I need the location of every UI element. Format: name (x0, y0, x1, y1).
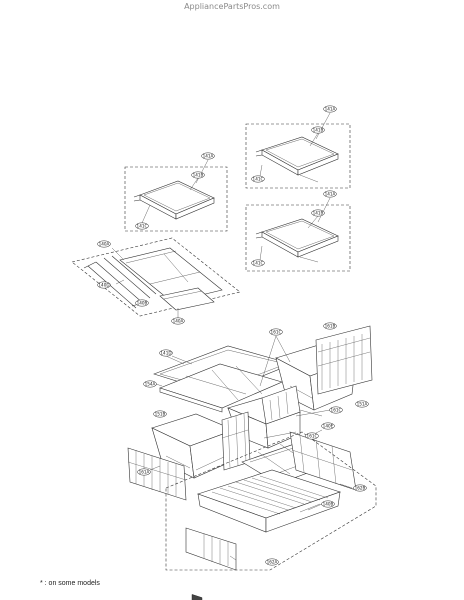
svg-text:141D: 141D (160, 351, 171, 356)
svg-text:141C: 141C (137, 224, 148, 229)
part-label: 161C (305, 432, 319, 440)
svg-text:141B: 141B (193, 173, 204, 178)
svg-text:140A: 140A (99, 242, 110, 247)
part-label: 140A (171, 317, 185, 325)
svg-text:151B: 151B (155, 412, 166, 417)
part-label: 162A (265, 558, 279, 566)
crisper-drawer-left (151, 411, 251, 479)
svg-text:140B: 140B (323, 502, 334, 507)
part-label: 140B (321, 500, 335, 508)
part-label: 140A (97, 240, 111, 248)
part-labels: 141A 141B 141C 141A 141B 141C 141A 141B … (97, 105, 369, 566)
part-label: 141B (311, 209, 325, 217)
pantry-drawer (197, 469, 341, 533)
part-label: 140B (135, 299, 149, 307)
svg-text:162A: 162A (267, 560, 278, 565)
part-label: 151A (355, 400, 369, 408)
pantry-rail (185, 527, 237, 600)
part-label: 141C (251, 259, 265, 267)
part-label: 140E (321, 422, 335, 430)
pantry-assembly-outline (165, 431, 377, 571)
shelf-assembly-mid-right (245, 197, 351, 272)
part-label: 141A (201, 152, 215, 160)
part-label: 154A (143, 380, 157, 388)
part-label: 161C (329, 406, 343, 414)
svg-text:141B: 141B (313, 211, 324, 216)
svg-text:151A: 151A (357, 402, 368, 407)
svg-text:162B: 162B (355, 486, 366, 491)
part-label: 161C (269, 328, 283, 336)
svg-text:141A: 141A (325, 107, 336, 112)
svg-text:140B: 140B (137, 301, 148, 306)
svg-text:161C: 161C (271, 330, 282, 335)
part-label: 151B (153, 410, 167, 418)
side-rail-left (127, 447, 187, 501)
svg-text:141C: 141C (253, 261, 264, 266)
svg-text:141A: 141A (203, 154, 214, 159)
svg-text:141C: 141C (253, 177, 264, 182)
part-label: 140D (97, 281, 111, 289)
shelf-assembly-left (124, 159, 228, 232)
part-label: 141D (159, 349, 173, 357)
part-label: 141B (191, 171, 205, 179)
svg-text:161C: 161C (331, 408, 342, 413)
shelf-assembly-top-right (245, 112, 351, 189)
watermark: AppliancePartsPros.com (184, 2, 280, 11)
part-label: 162B (353, 484, 367, 492)
part-label: 141C (135, 222, 149, 230)
svg-text:154A: 154A (145, 382, 156, 387)
part-label: 141A (323, 190, 337, 198)
part-label: 141A (323, 105, 337, 113)
part-label: 161A (137, 468, 151, 476)
svg-text:140D: 140D (98, 283, 109, 288)
footnote: * : on some models (40, 580, 100, 587)
svg-text:140A: 140A (173, 319, 184, 324)
crisper-cover-assembly (153, 345, 293, 413)
crisper-drawer-right (275, 325, 373, 411)
svg-text:140E: 140E (323, 424, 334, 429)
part-label: 141B (311, 126, 325, 134)
part-label: 161B (323, 322, 337, 330)
svg-text:161B: 161B (325, 324, 336, 329)
slide-shelf-assembly (71, 237, 241, 318)
svg-text:161C: 161C (307, 434, 318, 439)
svg-text:141A: 141A (325, 192, 336, 197)
part-label: 141C (251, 175, 265, 183)
svg-text:161A: 161A (139, 470, 150, 475)
svg-text:141B: 141B (313, 128, 324, 133)
